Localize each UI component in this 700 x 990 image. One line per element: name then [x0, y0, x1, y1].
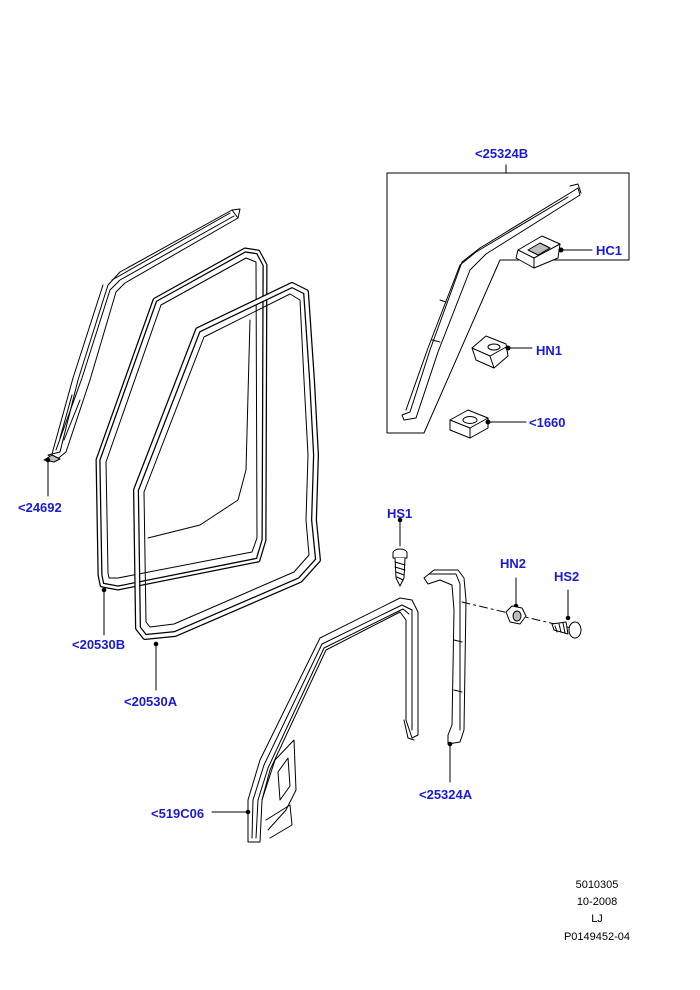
kit-25324B-box [386, 164, 630, 434]
footer-initials: LJ [591, 913, 603, 925]
part-HN2-nut[interactable] [505, 577, 527, 625]
part-20530B-weatherstrip[interactable] [95, 247, 268, 591]
label-HC1[interactable]: HC1 [596, 243, 623, 258]
part-HC1-clip[interactable] [515, 235, 593, 269]
label-24692[interactable]: <24692 [18, 500, 62, 515]
leader-lines [45, 457, 159, 691]
label-HS2[interactable]: HS2 [554, 569, 580, 584]
label-25324B[interactable]: <25324B [475, 146, 529, 161]
label-1660[interactable]: <1660 [529, 415, 566, 430]
label-HS1[interactable]: HS1 [387, 506, 413, 521]
part-1660-clip[interactable] [449, 409, 527, 439]
label-HN2[interactable]: HN2 [500, 556, 527, 571]
label-25324A[interactable]: <25324A [419, 787, 473, 802]
part-20530A-weatherstrip[interactable] [133, 282, 321, 640]
part-HS2-screw[interactable] [551, 589, 582, 639]
label-HN1[interactable]: HN1 [536, 343, 563, 358]
part-HN1-nut[interactable] [471, 335, 533, 369]
part-25324B-trim-strip[interactable] [401, 183, 582, 421]
footer-date: 10-2008 [576, 896, 618, 908]
footer-code: 5010305 [575, 879, 619, 891]
footer-illustration-id: P0149452-04 [563, 931, 631, 943]
label-20530B[interactable]: <20530B [72, 637, 126, 652]
part-25324A-trim-rail[interactable] [423, 569, 467, 783]
label-519C06[interactable]: <519C06 [151, 806, 205, 821]
part-24692-strip[interactable] [43, 208, 241, 463]
part-HS1-screw[interactable] [392, 517, 408, 587]
label-20530A[interactable]: <20530A [124, 694, 178, 709]
part-519C06-door-frame[interactable] [211, 597, 419, 843]
